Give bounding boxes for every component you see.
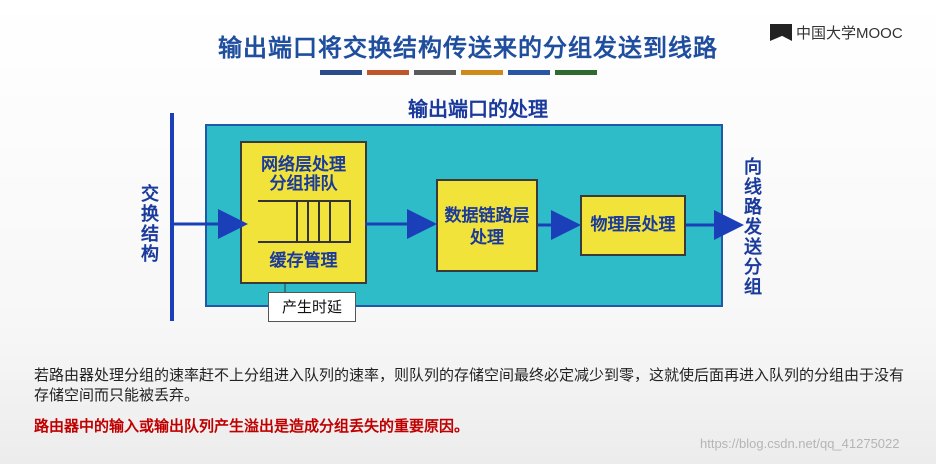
logo-text: 中国大学MOOC — [796, 25, 903, 42]
physical-layer-label: 物理层处理 — [590, 215, 676, 235]
line-output-label: 向 线 路 发 送 分 组 — [742, 158, 764, 298]
left-label-char: 交 — [141, 184, 159, 205]
right-label-char: 发 — [744, 217, 762, 238]
delay-label: 产生时延 — [268, 292, 356, 322]
watermark: https://blog.csdn.net/qq_41275022 — [700, 436, 900, 451]
color-bar-4 — [461, 70, 503, 75]
buffer-management-label: 缓存管理 — [269, 251, 338, 271]
color-bar-6 — [555, 70, 597, 75]
datalink-layer-box: 数据链路层 处理 — [436, 179, 538, 272]
slide-title: 输出端口将交换结构传送来的分组发送到线路 — [218, 34, 718, 62]
datalink-label-2: 处理 — [470, 228, 504, 248]
right-label-char: 送 — [744, 237, 762, 258]
right-label-char: 线 — [744, 177, 762, 198]
highlight-sentence: 路由器中的输入或输出队列产生溢出是造成分组丢失的重要原因。 — [34, 417, 470, 435]
left-label-char: 结 — [141, 224, 159, 245]
physical-layer-box: 物理层处理 — [580, 195, 686, 256]
color-bar-5 — [508, 70, 550, 75]
left-label-char: 换 — [141, 204, 159, 225]
color-bar-3 — [414, 70, 456, 75]
explanation-paragraph: 若路由器处理分组的速率赶不上分组进入队列的速率，则队列的存储空间最终必定减少到零… — [34, 366, 905, 404]
section-title: 输出端口的处理 — [408, 97, 548, 121]
right-label-char: 组 — [744, 277, 762, 298]
packet-queue-label: 分组排队 — [269, 174, 338, 194]
mooc-logo-icon — [770, 24, 792, 41]
left-label-char: 构 — [141, 244, 159, 265]
switch-fabric-label: 交 换 结 构 — [139, 185, 161, 265]
switch-fabric-line — [170, 113, 174, 321]
right-label-char: 分 — [744, 257, 762, 278]
right-label-char: 向 — [744, 157, 762, 178]
color-bar-2 — [367, 70, 409, 75]
right-label-char: 路 — [744, 197, 762, 218]
network-layer-label: 网络层处理 — [261, 155, 346, 175]
mooc-logo: 中国大学MOOC — [770, 22, 903, 43]
color-bar-1 — [320, 70, 362, 75]
network-layer-box: 网络层处理 分组排队 缓存管理 — [240, 141, 367, 284]
queue-icon — [258, 200, 351, 243]
datalink-label-1: 数据链路层 — [444, 206, 530, 226]
